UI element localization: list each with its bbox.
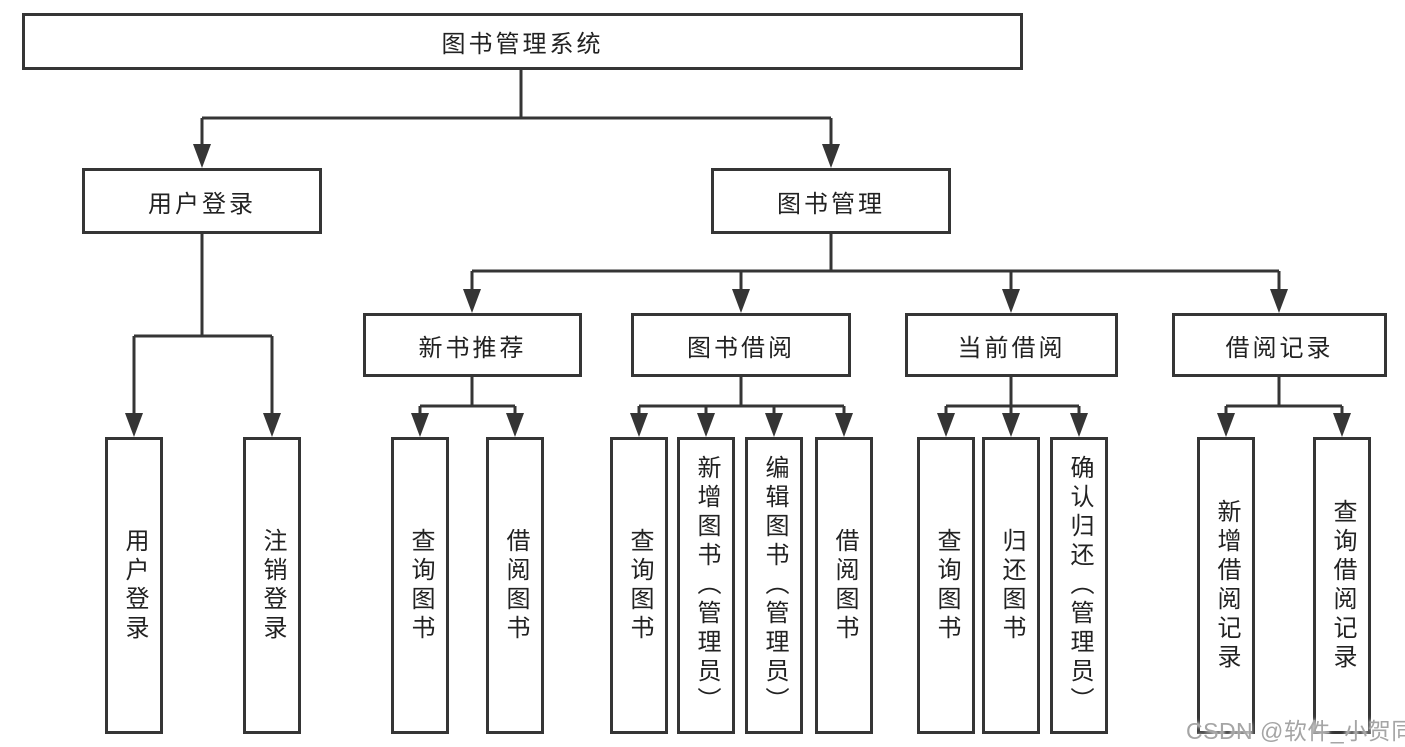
- node-current-borrow: 当前借阅: [905, 313, 1118, 377]
- node-root-system: 图书管理系统: [22, 13, 1023, 70]
- leaf-query-books: 查询图书: [610, 437, 668, 734]
- node-book-borrow: 图书借阅: [631, 313, 851, 377]
- csdn-watermark: CSDN @软件_小贺同学: [1186, 718, 1405, 744]
- leaf-add-books-admin: 新增图书（管理员）: [677, 437, 735, 734]
- leaf-add-borrow-record: 新增借阅记录: [1197, 437, 1255, 734]
- leaf-query-books: 查询图书: [391, 437, 449, 734]
- leaf-query-books: 查询图书: [917, 437, 975, 734]
- connector-user-login: [132, 232, 274, 431]
- node-user-login: 用户登录: [82, 168, 322, 234]
- leaf-user-login: 用户登录: [105, 437, 163, 734]
- arrowheads: [125, 144, 1351, 437]
- leaf-return-books: 归还图书: [982, 437, 1040, 734]
- leaf-borrow-books: 借阅图书: [486, 437, 544, 734]
- leaf-logout: 注销登录: [243, 437, 301, 734]
- connector-borrow-records: [1224, 375, 1344, 431]
- node-new-book-recommend: 新书推荐: [363, 313, 582, 377]
- node-borrow-records: 借阅记录: [1172, 313, 1387, 377]
- leaf-query-borrow-record: 查询借阅记录: [1313, 437, 1371, 734]
- connector-book-mgmt: [470, 232, 1281, 307]
- leaf-confirm-return-admin: 确认归还（管理员）: [1050, 437, 1108, 734]
- connector-book-borrow: [637, 375, 846, 431]
- leaf-edit-books-admin: 编辑图书（管理员）: [745, 437, 803, 734]
- connector-root: [200, 68, 833, 162]
- leaf-borrow-books: 借阅图书: [815, 437, 873, 734]
- node-book-management: 图书管理: [711, 168, 951, 234]
- connector-new-book-rec: [418, 375, 517, 431]
